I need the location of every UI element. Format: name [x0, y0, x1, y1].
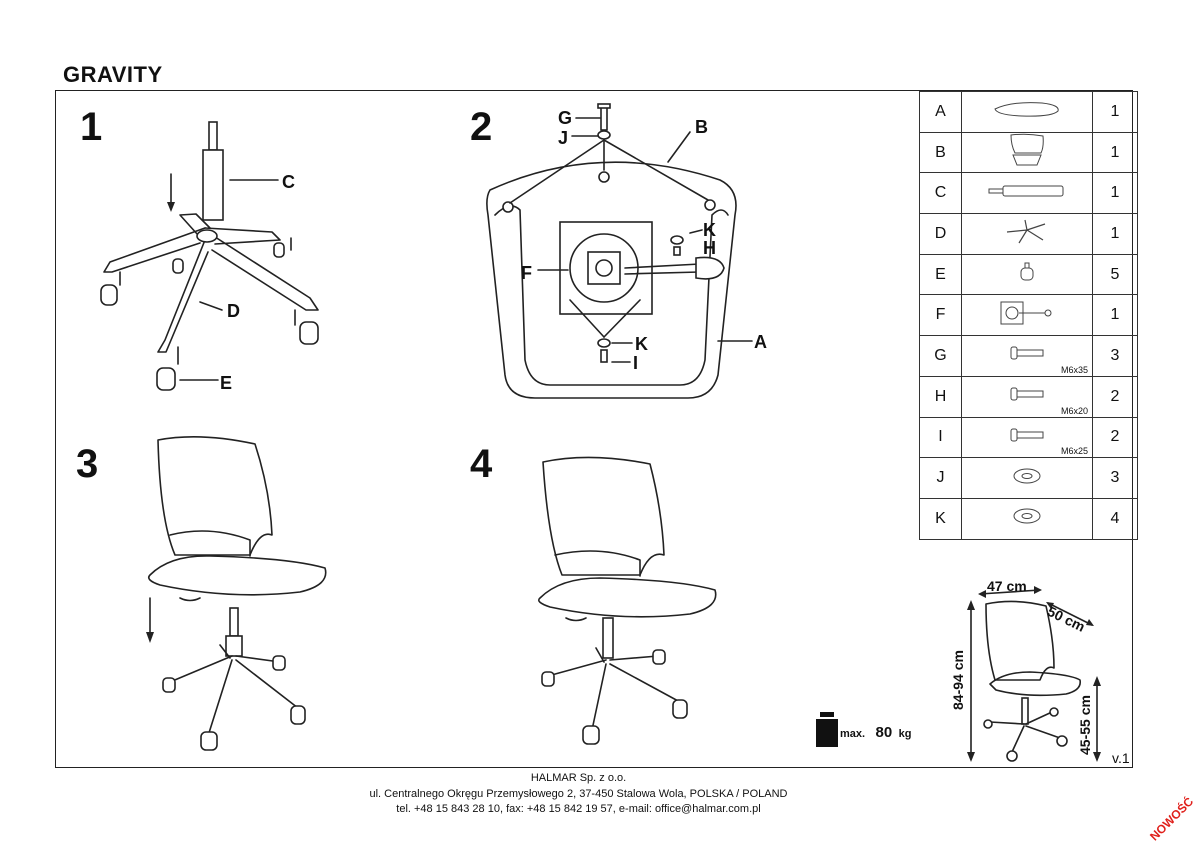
- part-image: [961, 253, 1093, 296]
- part-spec: M6x25: [1060, 446, 1088, 457]
- step-4-finished-chair-drawing: [537, 456, 717, 745]
- page-title: GRAVITY: [63, 62, 163, 87]
- label-b: B: [695, 117, 708, 137]
- part-quantity: 1: [1092, 91, 1138, 133]
- step-2-number: 2: [470, 105, 493, 149]
- part-quantity: 4: [1092, 497, 1138, 540]
- part-quantity: 1: [1092, 131, 1138, 174]
- part-letter: E: [919, 253, 962, 296]
- part-letter: G: [919, 335, 962, 377]
- parts-row: G M6x35 3: [919, 335, 1138, 377]
- max-load-unit: kg: [898, 728, 912, 740]
- label-d: D: [227, 301, 240, 321]
- step-1-base-drawing: [100, 121, 319, 391]
- part-image: M6x25: [961, 416, 1093, 459]
- dimension-width: 47 cm: [987, 578, 1027, 594]
- part-quantity: 1: [1092, 294, 1138, 337]
- part-quantity: 5: [1092, 253, 1138, 296]
- label-k-upper: K: [703, 220, 716, 240]
- dimension-seat-height: 45-55 cm: [1077, 695, 1093, 755]
- footer-contact: tel. +48 15 843 28 10, fax: +48 15 842 1…: [396, 803, 761, 815]
- gas-lift-icon: [987, 185, 1067, 202]
- part-spec: M6x20: [1060, 405, 1088, 416]
- part-quantity: 1: [1092, 213, 1138, 255]
- part-quantity: 1: [1092, 172, 1138, 215]
- label-i: I: [633, 353, 639, 373]
- part-letter: F: [919, 294, 962, 337]
- washer-icon: [1012, 508, 1042, 529]
- part-image: [961, 294, 1093, 337]
- bolt-icon: [1009, 428, 1045, 446]
- part-image: M6x20: [961, 375, 1093, 418]
- part-image: [961, 457, 1093, 499]
- part-quantity: 2: [1092, 375, 1138, 418]
- label-g: G: [558, 108, 573, 128]
- part-quantity: 3: [1092, 457, 1138, 499]
- max-load-prefix: max.: [840, 728, 866, 740]
- caster-icon: [1019, 262, 1035, 286]
- version-label: v.1: [1112, 750, 1130, 766]
- footer-address: ul. Centralnego Okręgu Przemysłowego 2, …: [369, 788, 788, 800]
- part-letter: A: [919, 91, 962, 133]
- part-image: [961, 213, 1093, 255]
- part-letter: H: [919, 375, 962, 418]
- dimension-height: 84-94 cm: [950, 650, 966, 710]
- weight-icon: [816, 712, 838, 747]
- label-k-lower: K: [635, 334, 648, 354]
- label-c: C: [282, 172, 295, 192]
- part-letter: K: [919, 497, 962, 540]
- step-3-number: 3: [76, 442, 99, 486]
- max-load: max. 80 kg: [840, 724, 912, 742]
- part-letter: D: [919, 213, 962, 255]
- seat-icon: [992, 102, 1062, 123]
- bolt-icon: [1009, 346, 1045, 364]
- part-image: M6x35: [961, 335, 1093, 377]
- part-quantity: 2: [1092, 416, 1138, 459]
- bolt-icon: [1009, 387, 1045, 405]
- label-a: A: [754, 332, 767, 352]
- part-spec: M6x35: [1060, 364, 1088, 375]
- footer-company: HALMAR Sp. z o.o.: [530, 772, 627, 784]
- washer-icon: [1012, 468, 1042, 489]
- part-image: [961, 172, 1093, 215]
- backrest-icon: [1007, 133, 1047, 171]
- parts-row: I M6x25 2: [919, 416, 1138, 459]
- label-e: E: [220, 373, 233, 393]
- mechanism-icon: [999, 301, 1055, 330]
- step-1-number: 1: [80, 105, 103, 149]
- dimensions-drawing: [967, 586, 1101, 762]
- star-base-icon: [1005, 220, 1049, 248]
- part-image: [961, 497, 1093, 540]
- part-letter: C: [919, 172, 962, 215]
- label-j: J: [558, 128, 569, 148]
- label-f: F: [521, 263, 532, 283]
- part-image: [961, 91, 1093, 133]
- part-image: [961, 131, 1093, 174]
- part-letter: B: [919, 131, 962, 174]
- step-2-seat-underside-drawing: [486, 103, 753, 399]
- max-load-value: 80: [875, 724, 893, 741]
- part-letter: J: [919, 457, 962, 499]
- part-quantity: 3: [1092, 335, 1138, 377]
- step-4-number: 4: [470, 442, 493, 486]
- part-letter: I: [919, 416, 962, 459]
- step-3-assembly-drawing: [146, 436, 327, 751]
- parts-row: H M6x20 2: [919, 375, 1138, 418]
- label-h: H: [703, 238, 716, 258]
